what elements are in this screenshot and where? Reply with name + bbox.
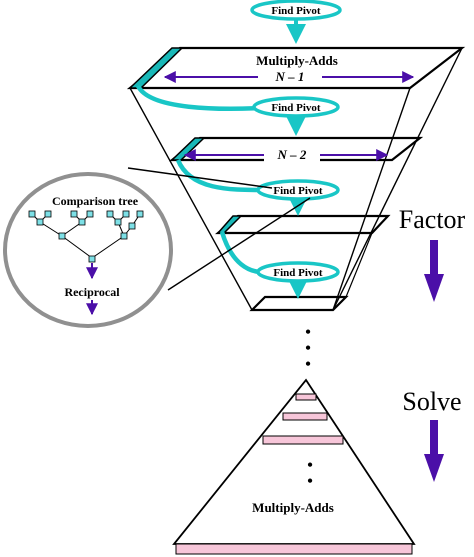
n-minus-2-label-bg bbox=[264, 147, 320, 162]
n-minus-1-label-bg bbox=[258, 69, 322, 84]
solve-dot-2: • bbox=[307, 473, 313, 490]
pivot-curve-2 bbox=[175, 159, 263, 193]
callout-line-bottom bbox=[167, 197, 311, 291]
n-minus-2-label: N – 2 bbox=[277, 147, 307, 162]
svg-text:•: • bbox=[305, 340, 311, 357]
solve-bar-1 bbox=[295, 393, 317, 401]
factor-down-arrow bbox=[424, 240, 444, 302]
top-row-band bbox=[128, 47, 184, 89]
comparison-tree-label: Comparison tree bbox=[52, 194, 139, 208]
solve-pyramid: • • Multiply-Adds bbox=[172, 378, 416, 555]
solve-bar-3 bbox=[262, 435, 344, 445]
find-pivot-oval-1 bbox=[250, 0, 342, 21]
tree-nodes bbox=[28, 210, 144, 263]
solve-bar-base bbox=[175, 543, 413, 555]
callout-line-top bbox=[127, 167, 273, 189]
find-pivot-oval-2 bbox=[252, 96, 340, 118]
funnel-back-right-edge bbox=[332, 47, 463, 311]
multiply-adds-top-label: Multiply-Adds bbox=[256, 53, 338, 68]
second-row-band bbox=[170, 137, 206, 161]
pivot-curve-1 bbox=[135, 84, 263, 112]
find-pivot-oval-3 bbox=[256, 179, 340, 201]
solve-label: Solve bbox=[402, 387, 461, 416]
svg-text:•: • bbox=[305, 356, 311, 373]
comparison-tree-callout: Comparison tree Reciprocal bbox=[3, 167, 311, 328]
funnel-inner-back-edge bbox=[345, 232, 373, 298]
find-pivot-label-3: Find Pivot bbox=[273, 185, 323, 197]
solve-down-arrow bbox=[424, 420, 444, 482]
third-row-band bbox=[216, 215, 243, 234]
find-pivot-label-1: Find Pivot bbox=[271, 5, 321, 17]
svg-text:•: • bbox=[305, 324, 311, 341]
funnel-right-edge bbox=[332, 87, 411, 311]
find-pivot-label-2: Find Pivot bbox=[271, 102, 321, 114]
find-pivot-label-4: Find Pivot bbox=[273, 267, 323, 279]
find-pivot-group: Find Pivot Find Pivot Find Pivot Find Pi… bbox=[250, 0, 342, 299]
solve-bar-2 bbox=[282, 412, 328, 421]
vertical-ellipsis-upper: • • • bbox=[305, 324, 311, 373]
n-minus-1-label: N – 1 bbox=[275, 69, 305, 84]
factor-label: Factor bbox=[399, 205, 466, 234]
reciprocal-label: Reciprocal bbox=[64, 285, 120, 299]
pyramid-outline bbox=[172, 378, 416, 545]
find-pivot-oval-4 bbox=[256, 261, 340, 283]
funnel-left-edge bbox=[129, 87, 253, 311]
solve-dot-1: • bbox=[307, 457, 313, 474]
factor-funnel bbox=[126, 46, 466, 312]
multiply-adds-bottom-label: Multiply-Adds bbox=[252, 500, 334, 515]
bottom-plane bbox=[249, 295, 349, 312]
